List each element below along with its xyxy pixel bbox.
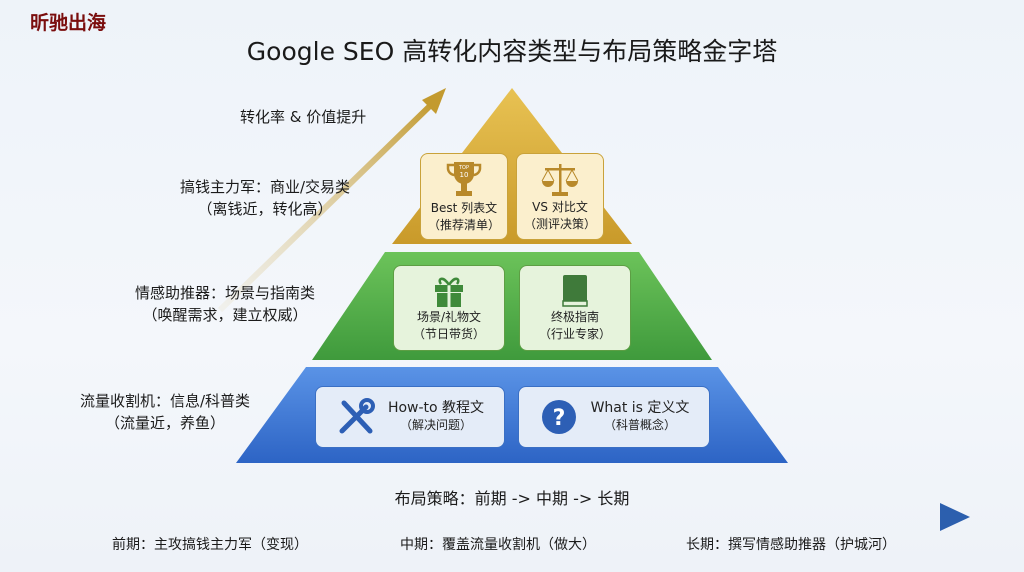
tier-name: 情感助推器：场景与指南类 (134, 284, 315, 302)
gift-icon (435, 277, 463, 307)
tier-middle-label: 情感助推器：场景与指南类 （唤醒需求，建立权威） (100, 282, 350, 326)
content-card-scenario-gift: 场景/礼物文 （节日带货） (393, 265, 505, 351)
tier-name: 搞钱主力军：商业/交易类 (179, 178, 351, 196)
book-icon (562, 275, 588, 307)
content-card-ultimate-guide: 终极指南 （行业专家） (519, 265, 631, 351)
tools-icon (339, 398, 375, 434)
tier-note: （唤醒需求，建立权威） (142, 306, 308, 324)
svg-text:TOP: TOP (458, 165, 469, 171)
tier-note: （离钱近，转化高） (197, 200, 333, 218)
content-card-what-is: ? What is 定义文 （科普概念） (518, 386, 710, 448)
strategy-title: 布局策略：前期 -> 中期 -> 长期 (394, 489, 630, 508)
phase-long: 长期：撰写情感助推器（护城河） (686, 537, 896, 553)
content-card-how-to: How-to 教程文 （解决问题） (315, 386, 505, 448)
card-subtitle: （科普概念） (603, 418, 676, 432)
tier-middle-shape (312, 252, 712, 360)
card-title: Best 列表文 (430, 200, 498, 215)
card-title: 场景/礼物文 (416, 310, 482, 324)
timeline-arrow-head (940, 503, 970, 531)
card-subtitle: （节日带货） (412, 327, 485, 341)
card-subtitle: （行业专家） (538, 327, 611, 341)
card-subtitle: （解决问题） (399, 418, 472, 432)
tier-top-label: 搞钱主力军：商业/交易类 （离钱近，转化高） (150, 176, 380, 220)
card-title: What is 定义文 (590, 400, 690, 416)
scale-icon (541, 163, 579, 196)
value-arrow-label: 转化率 & 价值提升 (240, 108, 367, 126)
card-subtitle: （推荐清单） (427, 217, 500, 232)
card-title: VS 对比文 (532, 199, 588, 214)
phase-early: 前期：主攻搞钱主力军（变现） (112, 537, 308, 553)
value-arrow-head (422, 88, 446, 114)
card-title: 终极指南 (550, 310, 599, 324)
svg-text:?: ? (552, 406, 565, 431)
svg-text:10: 10 (460, 171, 469, 179)
page-title: Google SEO 高转化内容类型与布局策略金字塔 (246, 37, 778, 66)
brand-logo: 昕驰出海 (30, 12, 107, 34)
card-title: How-to 教程文 (387, 400, 485, 416)
value-arrow (217, 99, 437, 313)
card-subtitle: （测评决策） (523, 216, 596, 231)
question-icon: ? (541, 400, 576, 434)
tier-note: （流量近，养鱼） (104, 414, 225, 432)
tier-name: 流量收割机：信息/科普类 (79, 392, 251, 410)
content-card-vs-compare: VS 对比文 （测评决策） (516, 153, 604, 240)
tier-bottom-label: 流量收割机：信息/科普类 （流量近，养鱼） (45, 390, 285, 434)
phase-mid: 中期：覆盖流量收割机（做大） (400, 537, 596, 553)
